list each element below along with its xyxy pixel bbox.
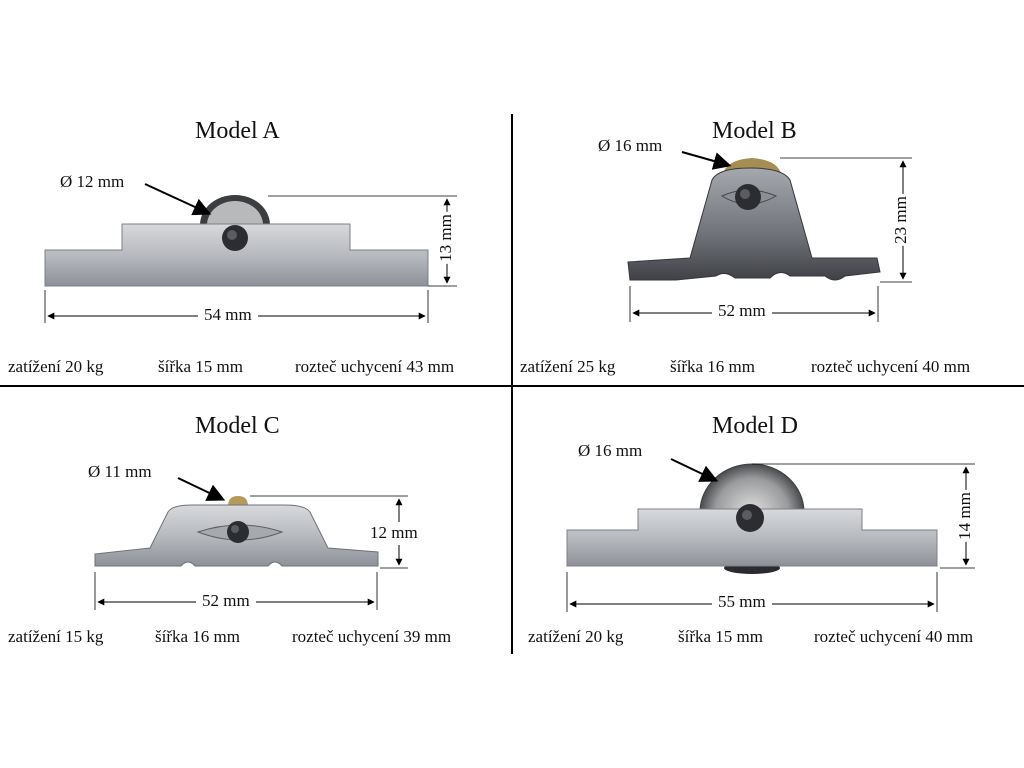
model-b-width: šířka 16 mm (670, 357, 755, 376)
model-d-diameter: Ø 16 mm (578, 441, 643, 460)
model-a-title: Model A (195, 118, 280, 144)
model-d-load: zatížení 20 kg (528, 627, 624, 646)
model-d-title: Model D (712, 413, 798, 439)
model-c-length: 52 mm (196, 591, 256, 611)
model-a-specs: zatížení 20 kg šířka 15 mm rozteč uchyce… (0, 357, 511, 381)
model-a-width: šířka 15 mm (158, 357, 243, 376)
model-c-title: Model C (195, 413, 280, 439)
model-b-length: 52 mm (712, 301, 772, 321)
model-d-width: šířka 15 mm (678, 627, 763, 646)
model-a-diameter: Ø 12 mm (60, 172, 125, 191)
model-c-roller (94, 496, 379, 567)
horizontal-divider (0, 385, 1024, 387)
model-d-specs: zatížení 20 kg šířka 15 mm rozteč uchyce… (513, 627, 1024, 651)
model-d-spacing: rozteč uchycení 40 mm (814, 627, 974, 646)
model-b-specs: zatížení 25 kg šířka 16 mm rozteč uchyce… (513, 357, 1024, 381)
model-a-length: 54 mm (198, 305, 258, 325)
model-a-height: 13 mm (435, 212, 456, 264)
model-c-load: zatížení 15 kg (8, 627, 104, 646)
model-c-spacing: rozteč uchycení 39 mm (292, 627, 452, 646)
model-b-diameter: Ø 16 mm (598, 136, 663, 155)
model-d-length: 55 mm (712, 592, 772, 612)
model-c-height: 12 mm (370, 523, 418, 542)
model-c-width: šířka 16 mm (155, 627, 240, 646)
model-a-roller (44, 195, 429, 287)
model-c-specs: zatížení 15 kg šířka 16 mm rozteč uchyce… (0, 627, 511, 651)
model-d-height: 14 mm (954, 490, 975, 542)
model-b-load: zatížení 25 kg (520, 357, 616, 376)
model-a-spacing: rozteč uchycení 43 mm (295, 357, 455, 376)
model-d-roller (566, 463, 938, 574)
model-b-title: Model B (712, 118, 797, 144)
model-b-roller (627, 158, 881, 281)
model-a-load: zatížení 20 kg (8, 357, 104, 376)
model-b-height: 23 mm (890, 194, 911, 246)
model-b-spacing: rozteč uchycení 40 mm (811, 357, 971, 376)
vertical-divider (511, 114, 513, 654)
model-c-diameter: Ø 11 mm (88, 462, 152, 481)
